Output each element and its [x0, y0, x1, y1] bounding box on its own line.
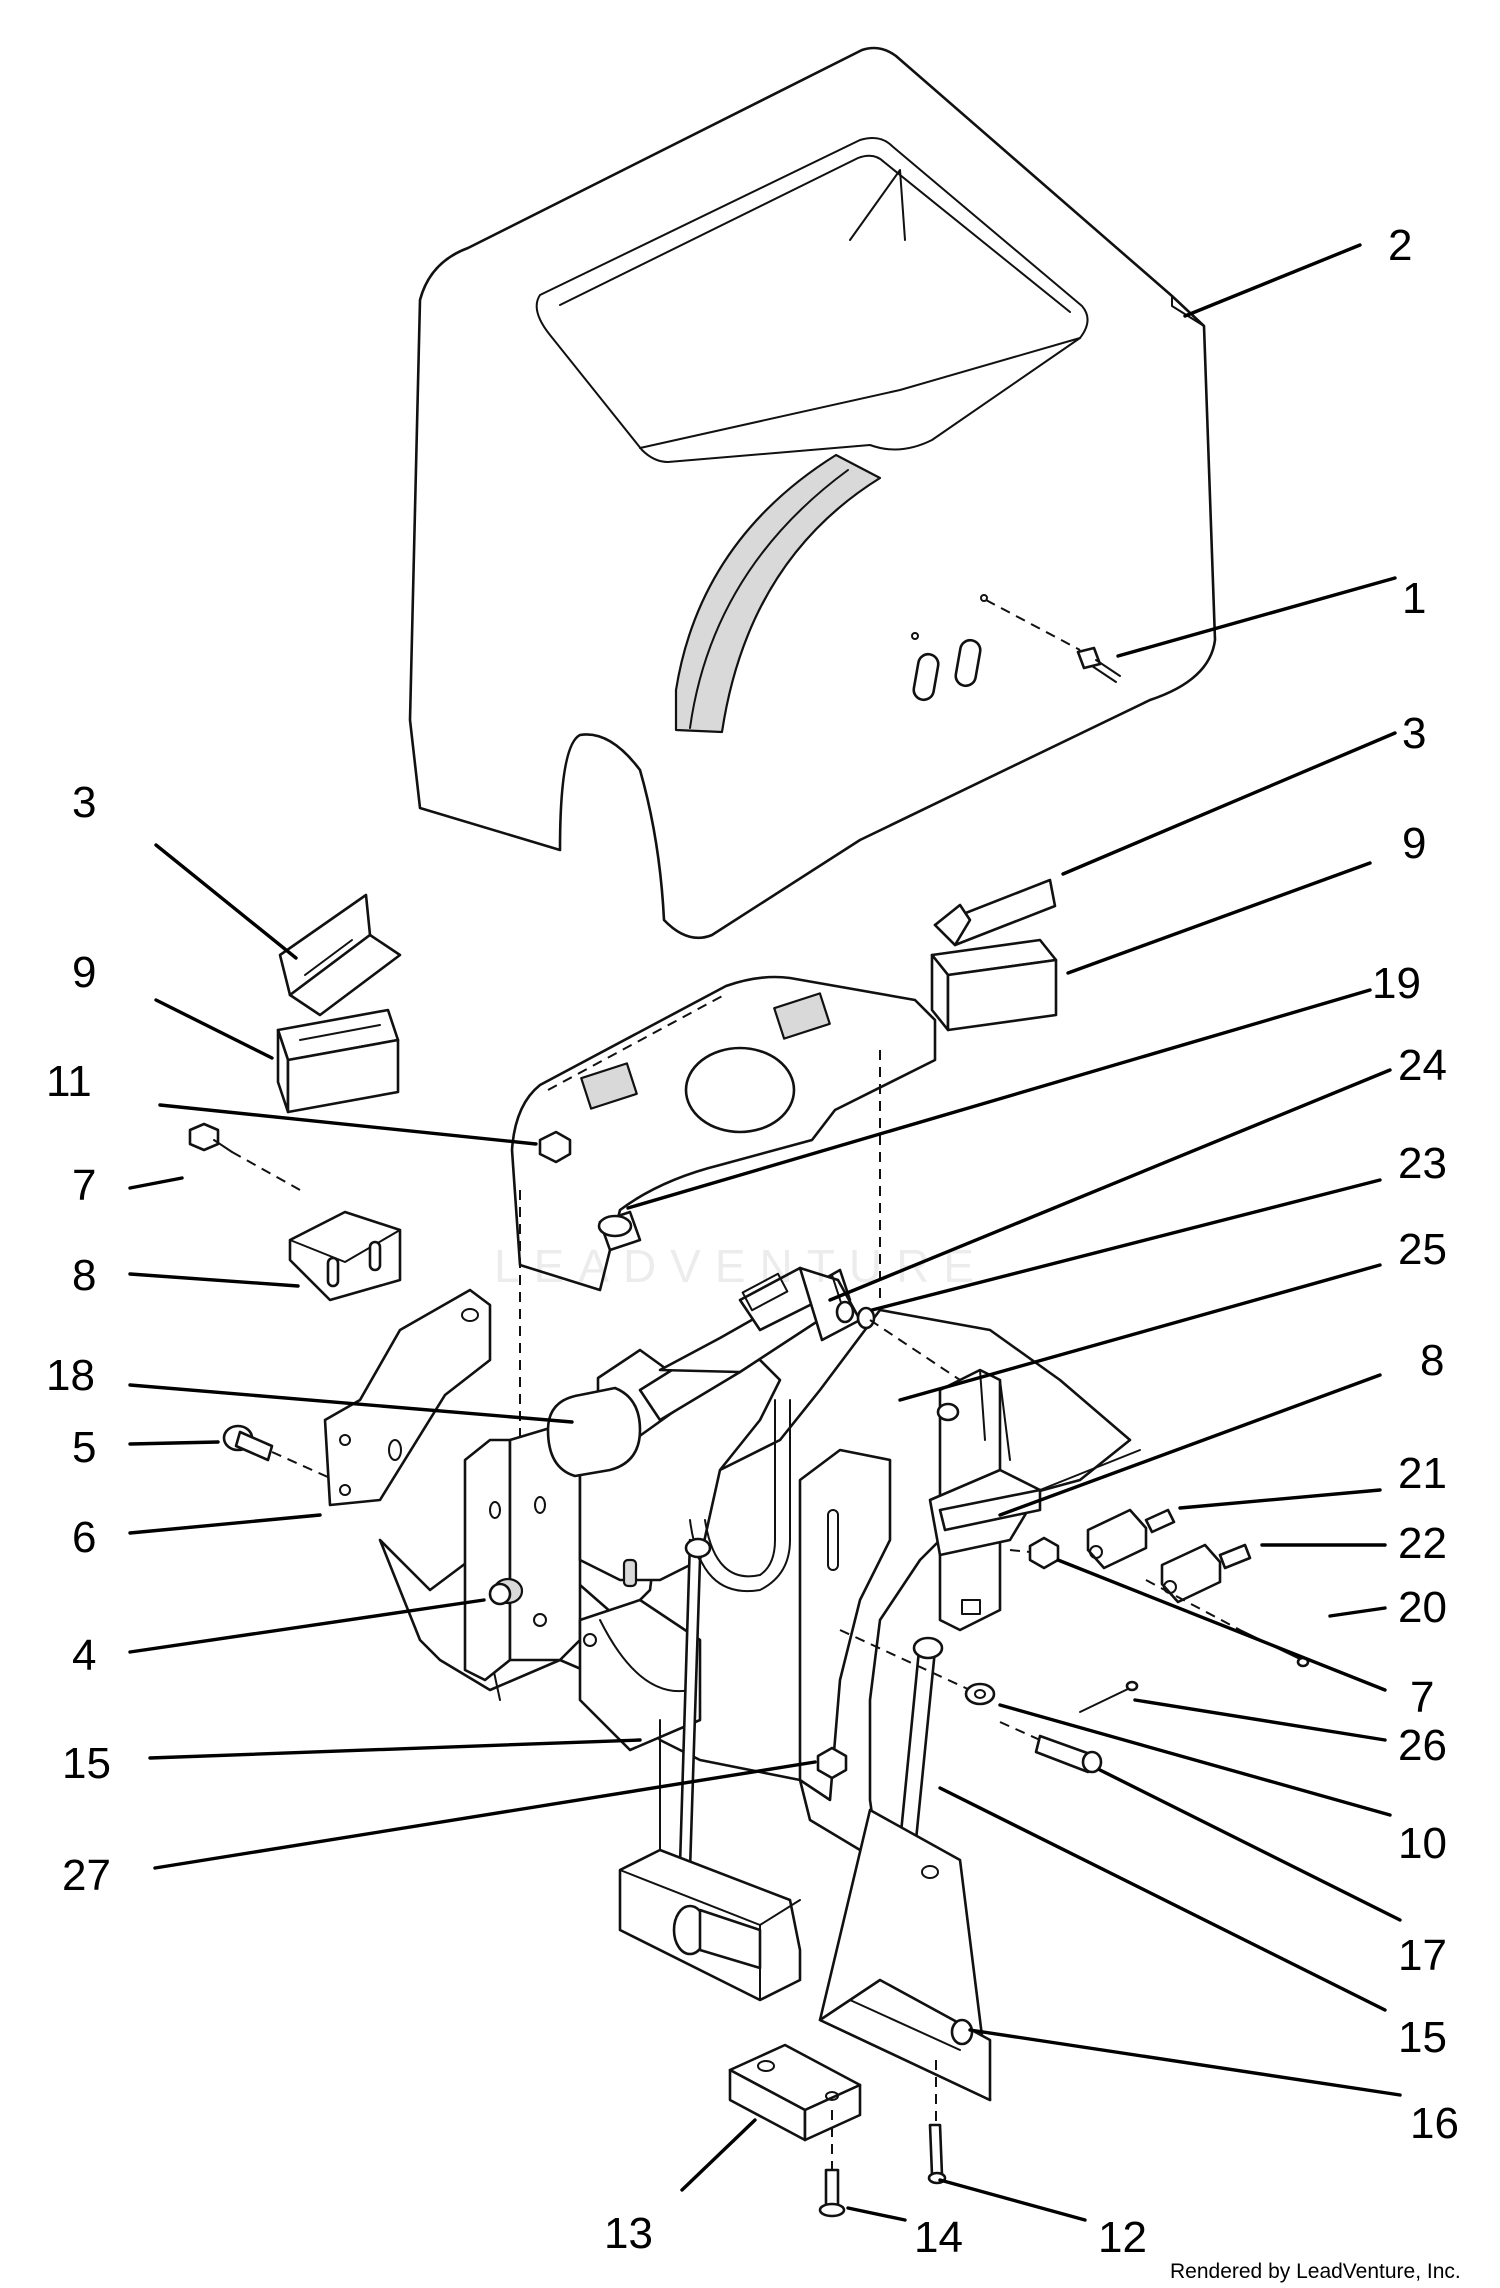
callout-17: 17	[1398, 1931, 1447, 1980]
callout-15-left: 15	[62, 1739, 111, 1788]
callout-2: 2	[1388, 221, 1412, 270]
pin-12	[927, 2060, 947, 2185]
callout-16: 16	[1410, 2099, 1459, 2148]
console-hood	[408, 46, 1217, 940]
callout-25: 25	[1398, 1225, 1447, 1274]
callout-13: 13	[604, 2209, 653, 2258]
watermark: LEADVENTURE	[494, 1240, 988, 1292]
side-plate-left	[323, 1288, 492, 1507]
callout-5: 5	[72, 1423, 96, 1472]
callout-9-right: 9	[1402, 819, 1426, 868]
callout-22: 22	[1398, 1519, 1447, 1568]
callout-6: 6	[72, 1513, 96, 1562]
base-channel	[618, 1808, 992, 2102]
callout-10: 10	[1398, 1819, 1447, 1868]
callout-14: 14	[914, 2213, 963, 2262]
callout-12: 12	[1098, 2213, 1147, 2262]
watermark-text: LEADVENTURE	[494, 1240, 988, 1292]
callout-8-right: 8	[1420, 1336, 1444, 1385]
callout-3-left: 3	[72, 778, 96, 827]
callout-19: 19	[1372, 959, 1421, 1008]
callout-numbers: 2 1 3 3 9 9 19 11 24 7 23 8 25 18 8 5 21…	[46, 221, 1459, 2262]
bushing-4	[488, 1577, 524, 1606]
upper-plate	[510, 975, 937, 1610]
callout-9-left: 9	[72, 948, 96, 997]
callout-3-right: 3	[1402, 709, 1426, 758]
interlock-switches	[1086, 1508, 1310, 1668]
screw-1	[1076, 646, 1121, 683]
pivot-hardware	[839, 1629, 1139, 1774]
bolt-7-right	[1009, 1536, 1060, 1570]
render-credit: Rendered by LeadVenture, Inc.	[1170, 2260, 1461, 2283]
callout-24: 24	[1398, 1041, 1447, 1090]
callout-20: 20	[1398, 1583, 1447, 1632]
bracket-upper-left	[188, 1122, 402, 1302]
callout-18: 18	[46, 1351, 95, 1400]
nut-27	[816, 1746, 848, 1780]
callout-1: 1	[1402, 574, 1426, 623]
shift-lever	[546, 1266, 862, 1478]
pad-right	[930, 938, 1058, 1032]
callout-7-right: 7	[1410, 1673, 1434, 1722]
callout-leaders	[128, 243, 1402, 2222]
pad-left	[276, 1008, 400, 1114]
callout-23: 23	[1398, 1139, 1447, 1188]
angle-bracket-left	[278, 893, 402, 1017]
callout-4: 4	[72, 1631, 96, 1680]
callout-26: 26	[1398, 1721, 1447, 1770]
callout-8-left: 8	[72, 1251, 96, 1300]
callout-27: 27	[62, 1851, 111, 1900]
screw-14	[818, 2110, 846, 2218]
callout-21: 21	[1398, 1449, 1447, 1498]
bolt-5	[222, 1424, 331, 1479]
callout-7-left: 7	[72, 1161, 96, 1210]
callout-15-right: 15	[1398, 2013, 1447, 2062]
callout-11: 11	[46, 1057, 92, 1106]
angle-bracket-right	[933, 878, 1057, 947]
